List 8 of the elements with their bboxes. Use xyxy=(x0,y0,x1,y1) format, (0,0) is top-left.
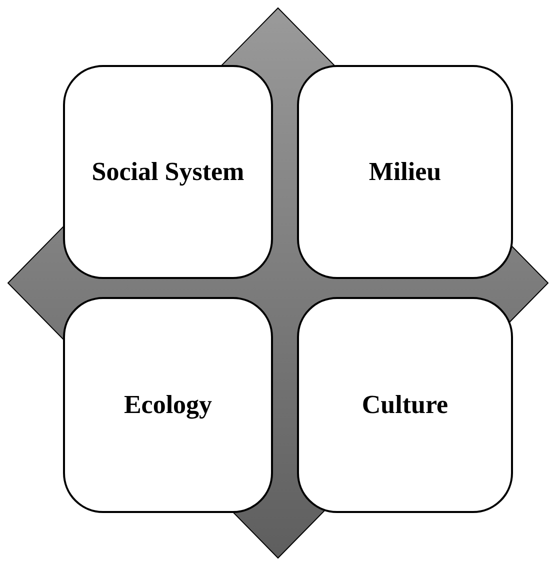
box-label: Culture xyxy=(362,390,448,420)
rounded-box xyxy=(297,65,513,279)
rounded-box xyxy=(63,297,273,513)
rounded-box xyxy=(297,297,513,513)
box-label: Milieu xyxy=(368,158,442,186)
box-label: Ecology xyxy=(124,390,212,420)
rounded-box xyxy=(63,65,273,279)
box-label: Social System xyxy=(92,158,244,186)
